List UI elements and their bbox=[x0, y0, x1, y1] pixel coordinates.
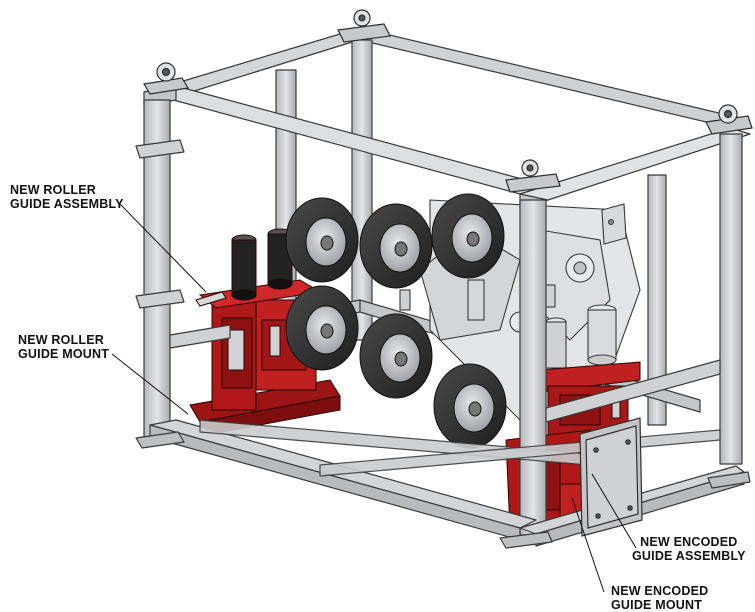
callout-line: NEW ROLLER bbox=[10, 183, 97, 197]
callout-roller-guide-mount: NEW ROLLER GUIDE MOUNT bbox=[18, 333, 109, 361]
callout-line: GUIDE MOUNT bbox=[611, 598, 703, 612]
callout-line: NEW ENCODED bbox=[640, 535, 738, 549]
lug-front bbox=[505, 159, 561, 193]
leader-encoded-guide-mount bbox=[571, 497, 605, 593]
leader-lines bbox=[111, 203, 637, 593]
leader-roller-guide-assembly bbox=[119, 203, 207, 293]
lug-back-right bbox=[705, 104, 753, 135]
callout-encoded-guide-mount: NEW ENCODED GUIDE MOUNT bbox=[611, 584, 708, 612]
wheel-bottom-3 bbox=[433, 363, 507, 449]
lifting-lugs bbox=[143, 9, 753, 193]
leader-roller-guide-mount bbox=[111, 353, 189, 415]
wheel-top-2 bbox=[359, 203, 433, 289]
leader-encoded-guide-assembly bbox=[591, 473, 637, 549]
callout-line: NEW ENCODED bbox=[611, 584, 709, 598]
wheel-bottom-1 bbox=[285, 285, 359, 371]
wheel-assembly bbox=[285, 193, 507, 449]
callout-line: GUIDE ASSEMBLY bbox=[632, 549, 746, 563]
callout-roller-guide-assembly: NEW ROLLER GUIDE ASSEMBLY bbox=[10, 183, 124, 211]
lug-back-left bbox=[143, 62, 189, 95]
callout-encoded-guide-assembly: NEW ENCODED GUIDE ASSEMBLY bbox=[632, 535, 746, 563]
lug-back-center bbox=[337, 9, 391, 43]
wheel-bottom-2 bbox=[359, 313, 433, 399]
wheel-top-3 bbox=[431, 193, 505, 279]
callout-line: NEW ROLLER bbox=[18, 333, 105, 347]
callout-line: GUIDE ASSEMBLY bbox=[10, 197, 124, 211]
wheel-top-1 bbox=[285, 197, 359, 283]
encoded-guide-mount-plate bbox=[579, 417, 643, 537]
callout-line: GUIDE MOUNT bbox=[18, 347, 110, 361]
